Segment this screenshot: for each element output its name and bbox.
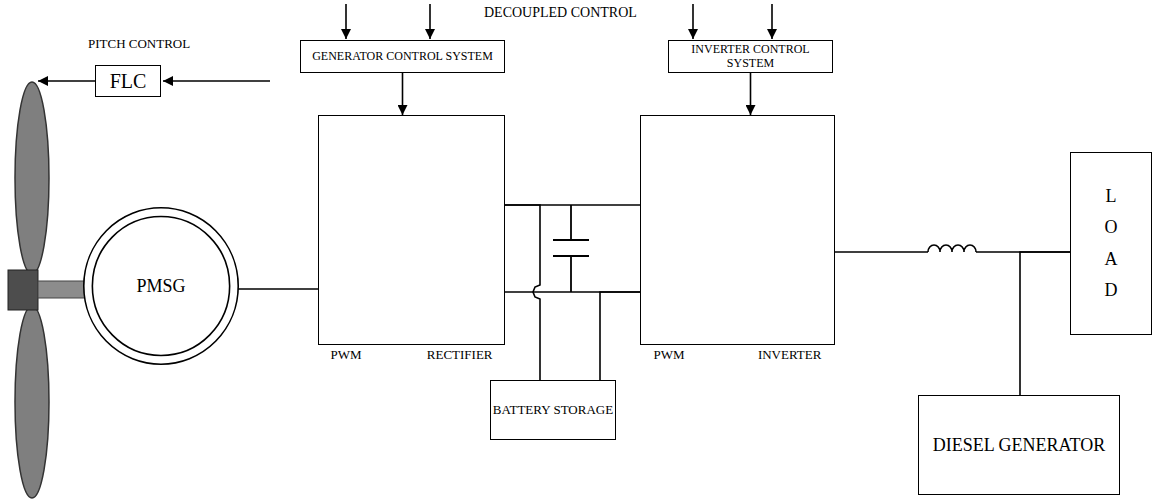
capacitor-plate [553,239,589,241]
converter-box: PWM INVERTER [640,115,835,345]
outside-label: PWM RECTIFIER [319,347,504,363]
control-arrow [750,73,752,115]
control-arrow [345,4,347,39]
node-label: GENERATOR CONTROL SYSTEM [312,50,493,64]
turbine-blade [15,82,49,274]
control-arrow [692,4,694,39]
pitch-arrow [38,80,95,82]
wire [1020,252,1070,395]
inner-ring [92,216,229,355]
control-arrow [771,4,773,39]
node-label: PMSG [136,276,185,297]
node-label: FLC [110,70,147,93]
outer-ring [84,208,238,364]
generator-box: DIESEL GENERATOR [918,395,1120,495]
node-content: BATTERY STORAGE [491,381,615,439]
turbine-blade [15,306,49,498]
battery-box: BATTERY STORAGE [490,380,616,440]
node-content: GENERATOR CONTROL SYSTEM [301,41,504,72]
node-content: PMSG [83,207,239,365]
load-box: LOAD [1070,152,1152,335]
wire [238,288,318,290]
node-label: DIESEL GENERATOR [933,435,1106,456]
capacitor-symbol [553,205,589,292]
wire [600,292,640,380]
node-content [319,116,504,344]
converter-box: PWM RECTIFIER [318,115,505,345]
node-label: BATTERY STORAGE [493,403,613,418]
control-box: INVERTER CONTROL SYSTEM [668,40,833,73]
inductor-symbol [928,245,976,252]
vertical-label: LOAD [1102,181,1120,307]
wire [570,256,572,292]
wire [505,205,540,380]
control-arrow [429,4,431,39]
input-arrow [163,80,270,82]
node-content: LOAD [1071,153,1151,334]
heading-label: DECOUPLED CONTROL [484,5,637,21]
node-content: FLC [96,66,160,96]
turbine-hub [8,270,38,310]
node-content: INVERTER CONTROL SYSTEM [669,41,832,72]
turbine-shaft [38,281,88,298]
controller-box: FLCPITCH CONTROL [95,65,161,97]
control-box: GENERATOR CONTROL SYSTEM [300,40,505,73]
node-content: DIESEL GENERATOR [919,396,1119,494]
outside-label: PWM INVERTER [641,347,834,363]
node-content [641,116,834,344]
generator-circle: PMSG [83,207,239,365]
outside-label: PITCH CONTROL [88,36,190,52]
control-arrow [402,73,404,115]
wire [570,205,572,240]
node-label: INVERTER CONTROL SYSTEM [669,43,832,71]
